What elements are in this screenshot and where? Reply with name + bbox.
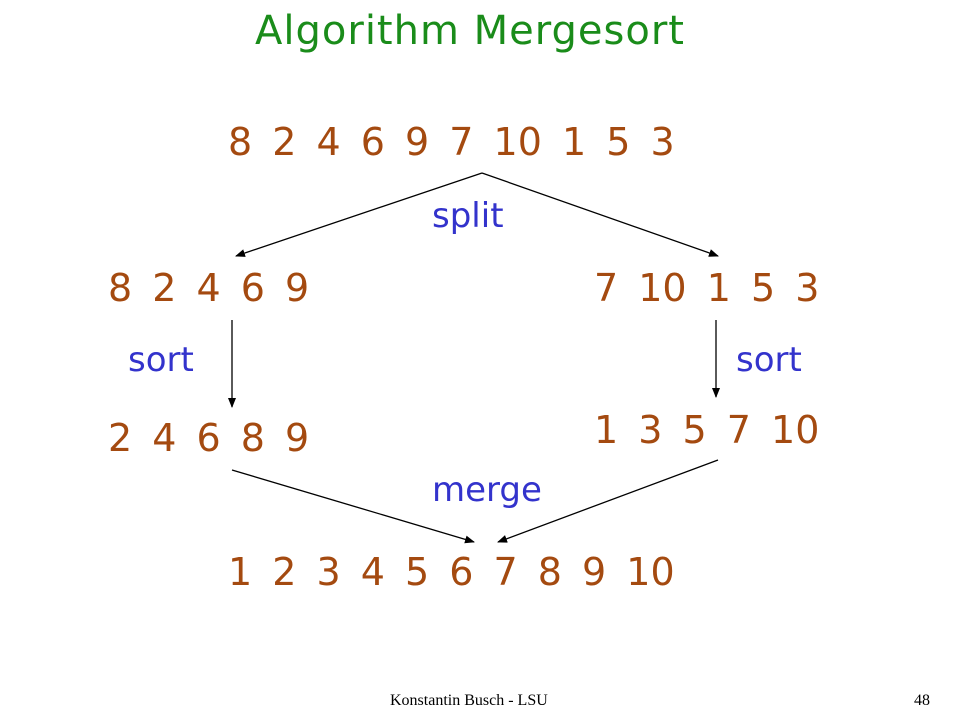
footer-author: Konstantin Busch - LSU — [390, 692, 548, 709]
slide-title: Algorithm Mergesort — [255, 8, 685, 54]
right-sorted-array: 1 3 5 7 10 — [594, 408, 820, 452]
merge-arrow-left — [231, 469, 475, 544]
split-arrow-left — [235, 172, 483, 257]
left-half-array: 8 2 4 6 9 — [108, 266, 310, 310]
sort-label-right: sort — [736, 340, 802, 380]
right-half-array: 7 10 1 5 3 — [594, 266, 820, 310]
merge-arrow-right — [497, 459, 719, 543]
split-arrow-right — [481, 172, 719, 257]
sort-label-left: sort — [128, 340, 194, 380]
output-array: 1 2 3 4 5 6 7 8 9 10 — [228, 550, 675, 594]
left-sorted-array: 2 4 6 8 9 — [108, 416, 310, 460]
input-array: 8 2 4 6 9 7 10 1 5 3 — [228, 120, 675, 164]
merge-label: merge — [432, 470, 542, 510]
split-label: split — [432, 196, 504, 236]
footer-page-number: 48 — [914, 692, 930, 709]
